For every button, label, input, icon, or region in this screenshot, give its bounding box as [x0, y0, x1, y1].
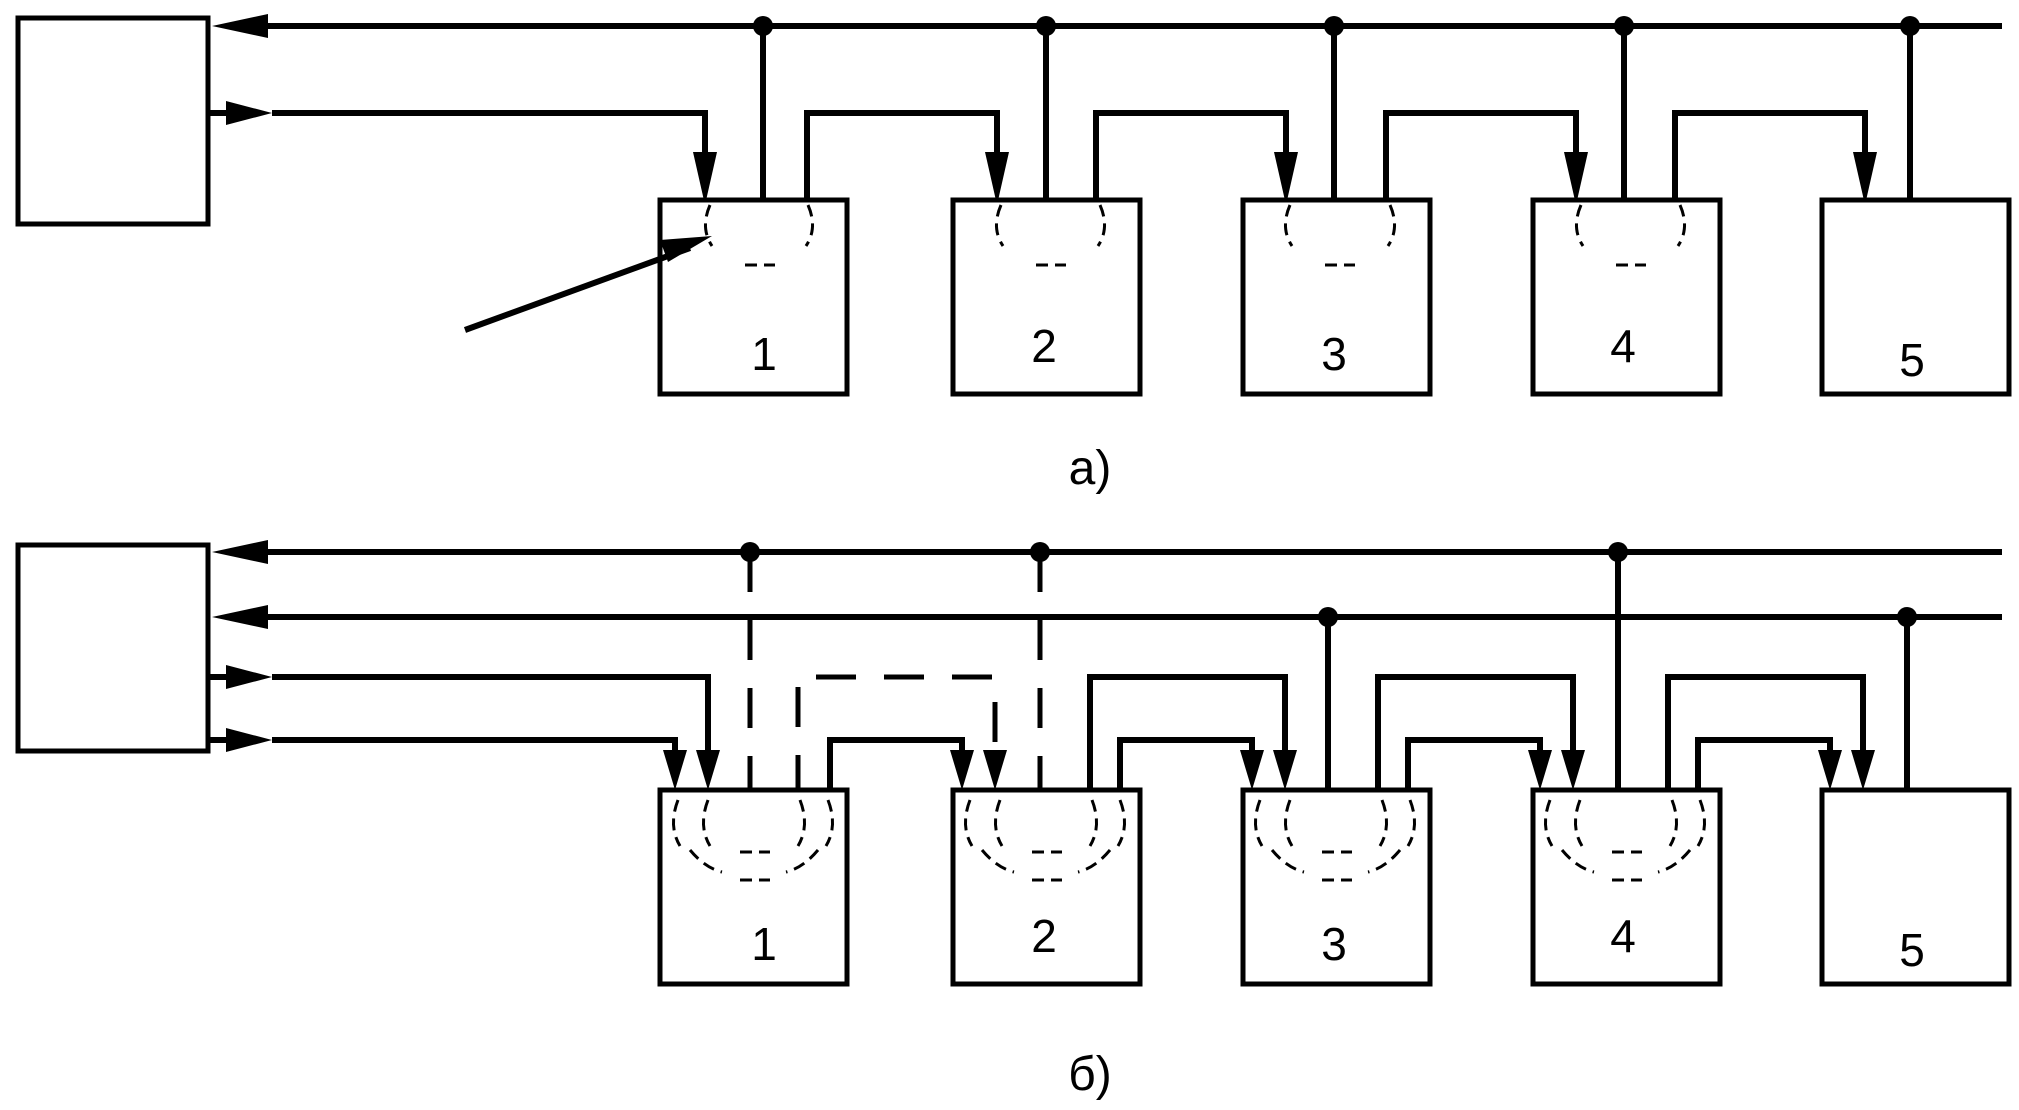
collector-drops-a [753, 16, 1920, 198]
collector-drops-b [1318, 542, 1917, 795]
return-collectors-b [212, 540, 2002, 629]
transfer-lines-b [827, 674, 1875, 795]
diagram-b: 1 2 3 4 5 б) [15, 540, 2012, 1101]
bath-3-b [1240, 787, 1433, 987]
bath-4-a-label: 4 [1610, 320, 1636, 372]
entry-arrow-a [463, 236, 712, 333]
supply-lines-b [208, 665, 720, 790]
supply-unit-a [15, 15, 211, 227]
bath-4-b-label: 4 [1610, 910, 1636, 962]
bath-5-a [1819, 197, 2012, 397]
diagram-a: 1 2 3 4 5 а) [15, 14, 2012, 495]
transfer-lines-a [804, 110, 1877, 205]
bath-1-a [657, 197, 850, 397]
supply-unit-b [15, 542, 211, 754]
caption-a: а) [1069, 442, 1112, 495]
dashed-drops-b [740, 542, 1050, 795]
flow-lips-b [672, 799, 1706, 882]
baths-a [657, 197, 2012, 397]
caption-b: б) [1068, 1048, 1111, 1101]
bath-4-a [1530, 197, 1723, 397]
baths-b [657, 787, 2012, 987]
flow-lips-a [704, 204, 1686, 267]
bath-1-b [657, 787, 850, 987]
bath-2-a-label: 2 [1031, 320, 1057, 372]
bath-2-b [950, 787, 1143, 987]
bath-2-a [950, 197, 1143, 397]
supply-line-a [208, 101, 717, 205]
bath-5-b [1819, 787, 2012, 987]
bath-1-b-label: 1 [751, 918, 777, 970]
bath-1-a-label: 1 [751, 328, 777, 380]
bath-2-b-label: 2 [1031, 910, 1057, 962]
return-collector-a [212, 14, 2002, 38]
bath-5-a-label: 5 [1899, 334, 1925, 386]
bath-3-b-label: 3 [1321, 918, 1347, 970]
bath-4-b [1530, 787, 1723, 987]
bath-3-a-label: 3 [1321, 328, 1347, 380]
bath-5-b-label: 5 [1899, 924, 1925, 976]
bath-3-a [1240, 197, 1433, 397]
